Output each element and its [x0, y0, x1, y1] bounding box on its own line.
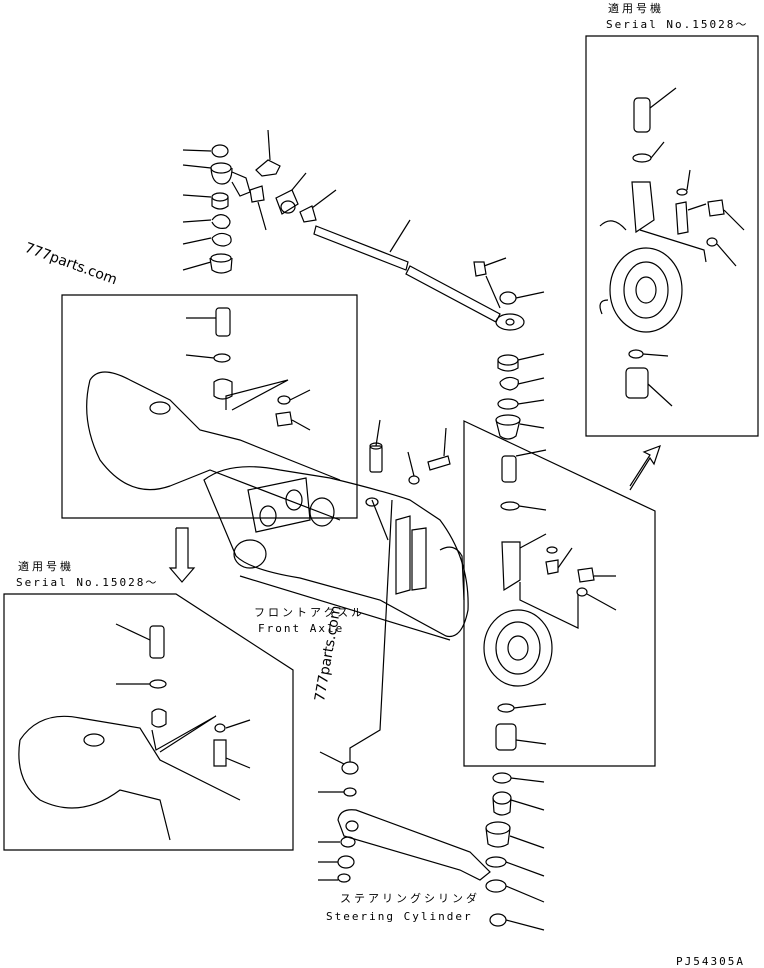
tie-rod: [314, 220, 544, 330]
steering-cylinder: [318, 500, 490, 882]
front-axle-jp: フロントアクスル: [254, 606, 366, 619]
inset-bottom-left-serial: Serial No.15028～: [16, 576, 159, 589]
inset-frame-top-right: [586, 36, 758, 436]
inset-frame-bottom-left: [4, 594, 293, 850]
front-axle-en: Front Axle: [258, 622, 345, 635]
up-arrow-icon: [630, 446, 660, 490]
steering-cylinder-en: Steering Cylinder: [326, 910, 473, 923]
front-axle-body: [204, 467, 468, 640]
center-pin-bolt: [366, 420, 450, 540]
cylinder-end-parts: [486, 773, 544, 930]
axle-end-detail: [87, 308, 340, 520]
inset-frame-right: [464, 421, 655, 766]
ball-joint-parts: [183, 145, 250, 273]
steering-cylinder-jp: ステアリングシリンダ: [340, 892, 480, 905]
grease-nipple: [256, 130, 280, 176]
down-arrow-icon: [170, 528, 194, 582]
inset-frame-left: [62, 295, 357, 518]
bushing: [250, 173, 336, 230]
knuckle-detail-later: [600, 88, 744, 406]
knuckle-detail: [484, 450, 616, 750]
axle-end-detail-later: [19, 624, 250, 840]
inset-top-right-jp: 適用号機: [608, 2, 664, 15]
inset-top-right-serial: Serial No.15028～: [606, 18, 749, 31]
drawing-code: PJ54305A: [676, 955, 745, 968]
ball-joint-parts-right: [496, 354, 544, 439]
inset-bottom-left-jp: 適用号機: [18, 560, 74, 573]
